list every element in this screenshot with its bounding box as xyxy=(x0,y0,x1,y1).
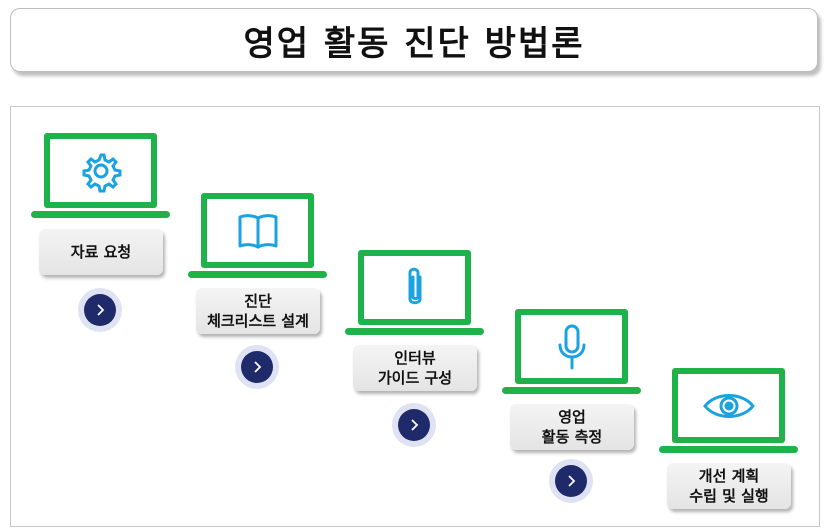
step-4-laptop-screen xyxy=(515,309,628,384)
step-4-next-arrow[interactable] xyxy=(549,459,593,503)
paperclip-icon xyxy=(408,267,421,304)
step-4-label-line-2: 활동 측정 xyxy=(541,428,603,446)
step-1-label: 자료 요청 xyxy=(39,229,163,275)
step-3-label: 인터뷰 가이드 구성 xyxy=(353,345,477,391)
step-3-laptop-base xyxy=(345,328,484,335)
step-1-laptop-base xyxy=(31,211,170,218)
chevron-right-icon xyxy=(97,304,105,316)
step-5-label-line-1: 개선 계획 xyxy=(698,467,760,485)
step-2-laptop-screen xyxy=(201,193,314,268)
step-1-laptop-screen xyxy=(44,133,157,208)
step-4-label-line-1: 영업 xyxy=(558,408,586,426)
chevron-right-icon xyxy=(254,361,262,373)
step-1-label-line-1: 자료 요청 xyxy=(70,243,132,261)
step-5-label-line-2: 수립 및 실행 xyxy=(689,487,769,505)
microphone-icon xyxy=(558,324,585,369)
chevron-right-icon xyxy=(568,475,576,487)
gear-icon xyxy=(82,153,121,192)
step-3-label-line-2: 가이드 구성 xyxy=(377,369,453,387)
step-2-label: 진단 체크리스트 설계 xyxy=(196,288,320,334)
step-5-laptop-base xyxy=(659,446,798,453)
step-3-label-line-1: 인터뷰 xyxy=(394,349,436,367)
step-4-laptop-base xyxy=(502,387,641,394)
step-4-label: 영업 활동 측정 xyxy=(510,404,634,450)
eye-icon xyxy=(702,393,755,418)
step-2-label-line-2: 체크리스트 설계 xyxy=(207,312,309,330)
page-title: 영업 활동 진단 방법론 xyxy=(243,23,585,64)
title-box: 영업 활동 진단 방법론 xyxy=(10,8,818,72)
chevron-right-icon xyxy=(411,419,419,431)
step-5-label: 개선 계획 수립 및 실행 xyxy=(667,463,791,509)
step-5-laptop-screen xyxy=(672,368,785,443)
step-2-laptop-base xyxy=(188,271,327,278)
step-2-label-line-1: 진단 xyxy=(244,292,272,310)
book-icon xyxy=(238,213,277,248)
step-2-next-arrow[interactable] xyxy=(235,345,279,389)
step-3-next-arrow[interactable] xyxy=(392,403,436,447)
step-1-next-arrow[interactable] xyxy=(78,288,122,332)
step-3-laptop-screen xyxy=(358,250,471,325)
